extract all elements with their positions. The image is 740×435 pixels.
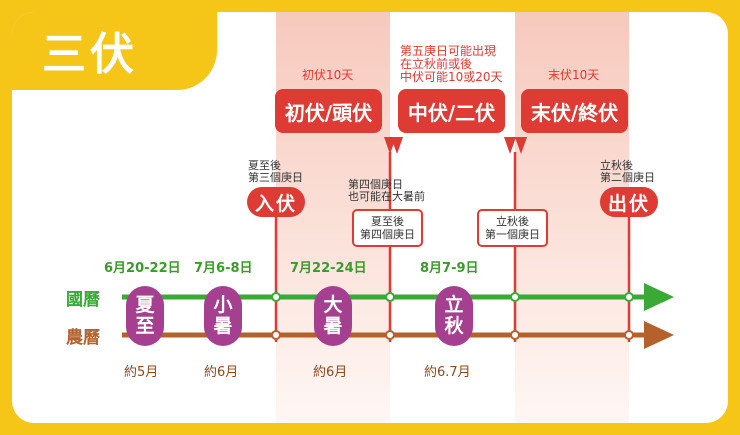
lunar-arrowhead — [644, 321, 674, 349]
term-date-dashu: 7月22-24日 — [290, 261, 367, 276]
summer-fourth-line2: 第四個庚日 — [360, 228, 415, 241]
term-liqiu-c1: 立 — [444, 294, 464, 316]
node-brown-1 — [271, 330, 281, 340]
node-green-2 — [385, 292, 395, 302]
gregorian-row-label: 國曆 — [66, 290, 100, 310]
zhongfu-box: 中伏/二伏 — [398, 89, 505, 133]
chufu-end-note-1: 立秋後 — [600, 159, 633, 172]
node-brown-2 — [385, 330, 395, 340]
term-liqiu-c2: 秋 — [444, 315, 464, 337]
mofu-box-pointer — [515, 137, 527, 154]
term-xiazhi-c2: 至 — [135, 315, 155, 337]
chufu-end-note-2: 第二個庚日 — [600, 171, 655, 184]
node-green-4 — [624, 292, 634, 302]
term-liqiu: 立 秋 — [435, 286, 473, 346]
mofu-box: 末伏/終伏 — [521, 89, 628, 133]
zhongfu-note-3: 中伏可能10或20天 — [400, 70, 503, 84]
diagram-card: 三伏 — [12, 12, 728, 423]
approx-liqiu: 約6.7月 — [424, 365, 471, 380]
page-title: 三伏 — [42, 29, 138, 80]
summer-fourth-box: 夏至後 第四個庚日 — [352, 209, 423, 247]
mofu-days-note: 末伏10天 — [548, 68, 600, 82]
node-green-1 — [271, 292, 281, 302]
term-date-xiazhi: 6月20-22日 — [104, 261, 181, 276]
zhongfu-note-2: 在立秋前或後 — [400, 57, 473, 71]
term-xiaoshu-c1: 小 — [213, 294, 233, 316]
approx-dashu: 約6月 — [313, 365, 348, 380]
title-tab: 三伏 — [12, 12, 217, 90]
zhongfu-box-pointer-left — [391, 137, 403, 154]
term-xiazhi: 夏 至 — [126, 286, 164, 346]
approx-xiazhi: 約5月 — [124, 365, 159, 380]
rufu-note-1: 夏至後 — [248, 159, 281, 172]
node-green-3 — [510, 292, 520, 302]
term-dashu-c1: 大 — [323, 294, 343, 316]
autumn-first-line2: 第一個庚日 — [485, 228, 540, 241]
chufu-days-note: 初伏10天 — [302, 68, 354, 82]
term-date-liqiu: 8月7-9日 — [420, 261, 479, 276]
approx-xiaoshu: 約6月 — [204, 365, 239, 380]
chufu-end-pill: 出伏 — [600, 187, 658, 217]
term-xiazhi-c1: 夏 — [135, 294, 155, 316]
term-date-xiaoshu: 7月6-8日 — [194, 261, 253, 276]
zhongfu-box-pointer-right — [504, 137, 516, 154]
dashu-note-1: 第四個庚日 — [348, 178, 403, 191]
node-brown-3 — [510, 330, 520, 340]
term-dashu-c2: 暑 — [323, 315, 343, 337]
lunar-row-label: 農曆 — [66, 328, 100, 348]
chufu-box: 初伏/頭伏 — [275, 89, 382, 133]
rufu-note-2: 第三個庚日 — [248, 171, 303, 184]
dashu-note-2: 也可能在大暑前 — [348, 190, 425, 203]
term-dashu: 大 暑 — [314, 286, 352, 346]
node-brown-4 — [624, 330, 634, 340]
summer-fourth-line1: 夏至後 — [371, 215, 404, 228]
term-xiaoshu: 小 暑 — [204, 286, 242, 346]
zhongfu-note-1: 第五庚日可能出現 — [400, 44, 497, 58]
gregorian-arrowhead — [644, 283, 674, 311]
autumn-first-box: 立秋後 第一個庚日 — [477, 209, 548, 247]
autumn-first-line1: 立秋後 — [496, 215, 529, 228]
term-xiaoshu-c2: 暑 — [213, 315, 233, 337]
rufu-pill: 入伏 — [247, 187, 305, 217]
